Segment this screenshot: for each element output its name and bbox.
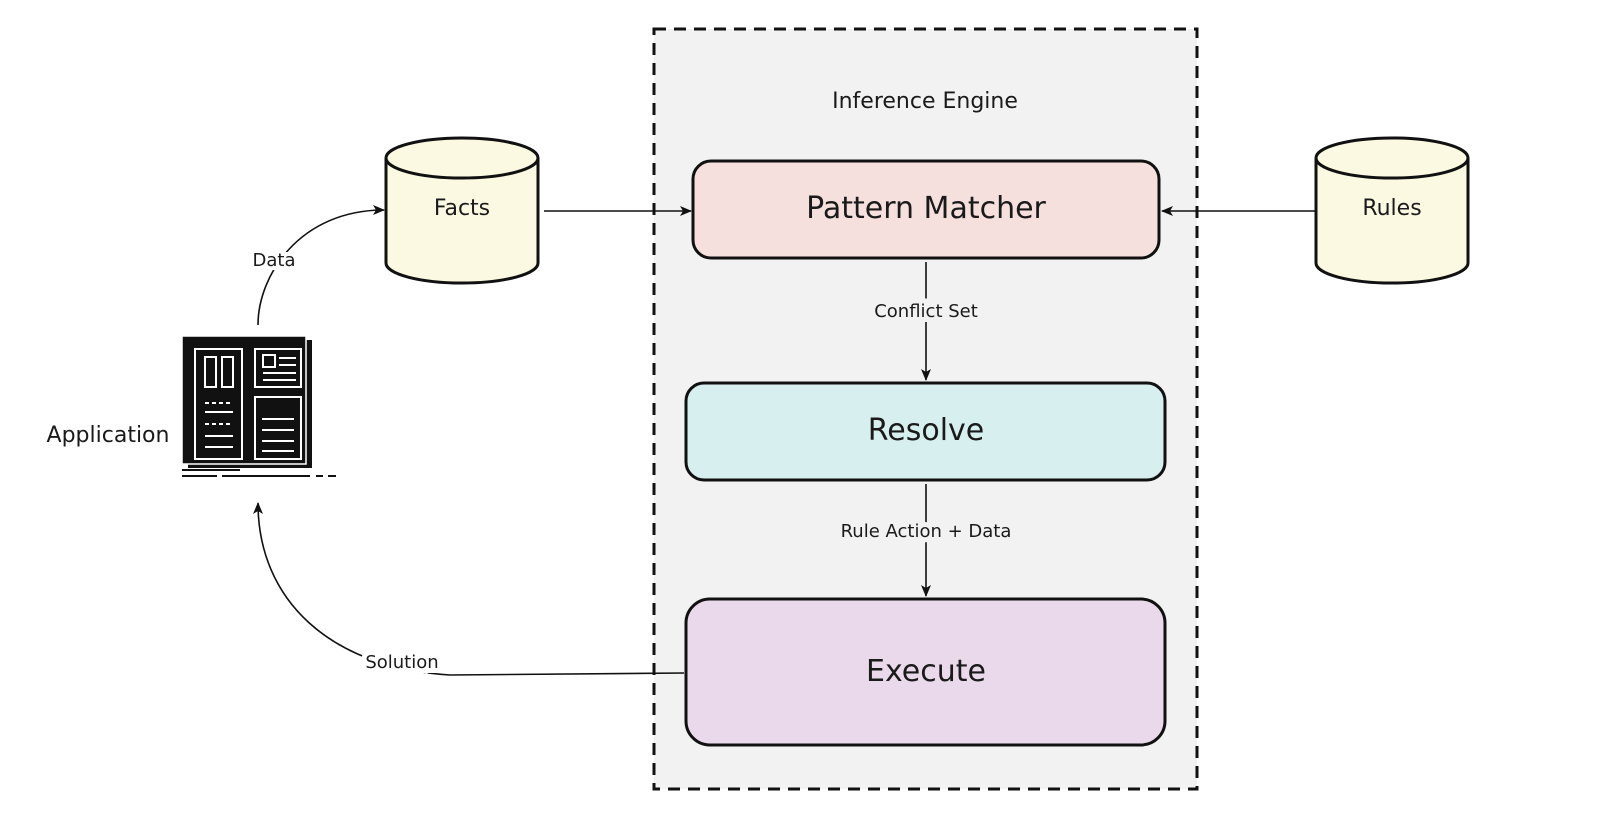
pattern-matcher-node[interactable]: Pattern Matcher <box>691 159 1161 260</box>
edge-execute-to-application <box>253 502 685 676</box>
application-window-icon[interactable] <box>181 335 336 477</box>
rules-cylinder-rim <box>1314 157 1470 180</box>
rules-store[interactable]: Rules <box>1314 136 1470 285</box>
edge-label-data: Data <box>253 250 296 271</box>
resolve-node[interactable]: Resolve <box>684 381 1167 482</box>
facts-label: Facts <box>434 196 490 221</box>
facts-store[interactable]: Facts <box>384 136 540 285</box>
engine-title: Inference Engine <box>832 89 1018 114</box>
edge-application-to-facts <box>257 205 385 326</box>
resolve-label: Resolve <box>868 413 984 448</box>
facts-cylinder-rim <box>384 157 540 180</box>
pattern-matcher-label: Pattern Matcher <box>806 191 1046 226</box>
edge-label-solution: Solution <box>365 652 438 673</box>
execute-node[interactable]: Execute <box>684 597 1167 747</box>
rules-label: Rules <box>1362 196 1421 221</box>
edge-label-conflict-set: Conflict Set <box>874 301 978 322</box>
edges: Data Conflict Set Rule Action + Data Sol… <box>249 205 1316 678</box>
edge-label-rule-action-data: Rule Action + Data <box>841 521 1012 542</box>
execute-label: Execute <box>866 654 986 689</box>
application-label: Application <box>47 423 170 448</box>
